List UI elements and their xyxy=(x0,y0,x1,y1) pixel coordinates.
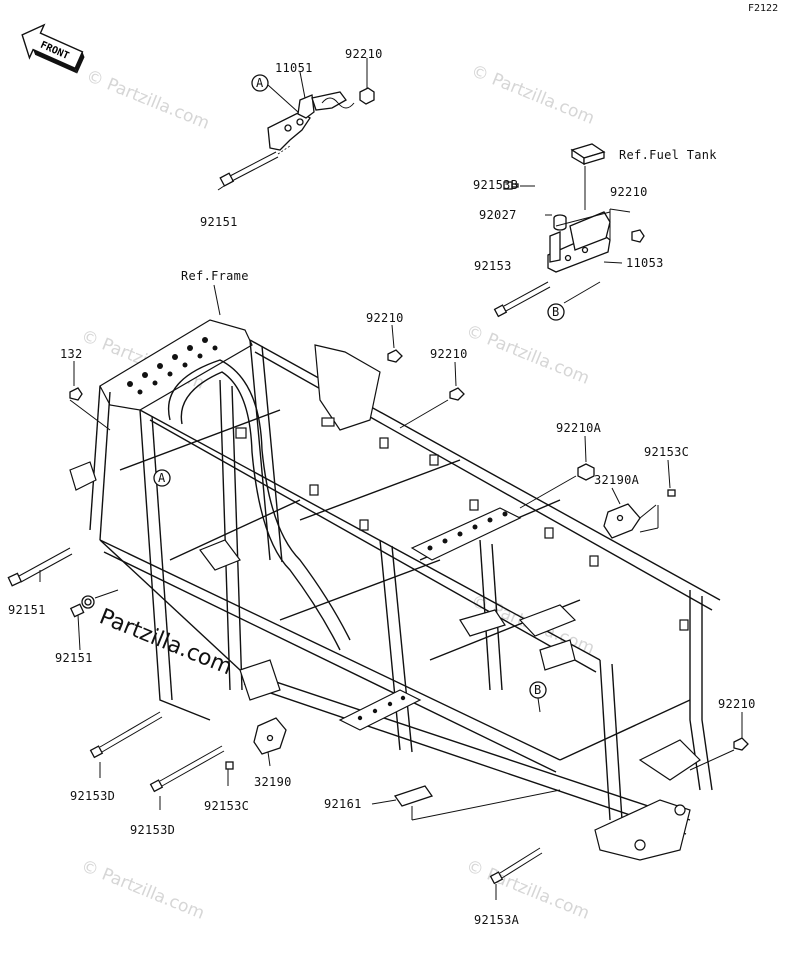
label-92151: 92151 xyxy=(55,651,93,665)
label-11053: 11053 xyxy=(626,256,664,270)
label-11051: 11051 xyxy=(275,61,313,75)
label-132: 132 xyxy=(60,347,83,361)
label-92027: 92027 xyxy=(479,208,517,222)
callout-a-label: A xyxy=(256,76,264,90)
frame-fasteners xyxy=(7,349,749,885)
label-32190: 32190 xyxy=(254,775,292,789)
callout-b-top xyxy=(547,303,565,321)
watermarks: © Partzilla.com © Partzilla.com © Partzi… xyxy=(78,61,597,924)
main-frame: A B xyxy=(69,319,721,861)
diagram-code: F2122 xyxy=(748,3,778,14)
front-arrow-icon: FRONT xyxy=(21,23,85,74)
callout-a-frame xyxy=(153,469,171,487)
label-ref-frame: Ref.Frame xyxy=(181,269,249,283)
leader-lines xyxy=(39,58,743,900)
watermark: © Partzilla.com xyxy=(83,66,212,134)
label-92161: 92161 xyxy=(324,797,362,811)
label-92210: 92210 xyxy=(718,697,756,711)
label-92210: 92210 xyxy=(430,347,468,361)
label-92210: 92210 xyxy=(345,47,383,61)
label-92151: 92151 xyxy=(200,215,238,229)
label-ref-fuel-tank: Ref.Fuel Tank xyxy=(619,148,717,162)
label-92153C: 92153C xyxy=(644,445,689,459)
label-92153C: 92153C xyxy=(204,799,249,813)
label-92210A: 92210A xyxy=(556,421,602,435)
part-labels: 92210 11051 92151 Ref.Fuel Tank 92153B 9… xyxy=(8,47,756,927)
bracket-11051: A xyxy=(219,74,375,187)
callout-a-top xyxy=(251,74,269,92)
label-92210: 92210 xyxy=(366,311,404,325)
label-92153A: 92153A xyxy=(474,913,520,927)
label-92153: 92153 xyxy=(474,259,512,273)
bracket-11053: B xyxy=(493,143,645,321)
watermark: © Partzilla.com xyxy=(468,61,597,129)
label-92153D: 92153D xyxy=(70,789,115,803)
label-92210: 92210 xyxy=(610,185,648,199)
label-32190A: 32190A xyxy=(594,473,640,487)
callout-b-label: B xyxy=(552,305,560,319)
callout-a-frame-label: A xyxy=(158,471,166,485)
label-92153B: 92153B xyxy=(473,178,518,192)
watermark: © Partzilla.com xyxy=(78,856,207,924)
watermark: © Partzilla.com xyxy=(463,321,592,389)
label-92151: 92151 xyxy=(8,603,46,617)
label-92153D: 92153D xyxy=(130,823,175,837)
callout-b-frame-label: B xyxy=(534,683,542,697)
